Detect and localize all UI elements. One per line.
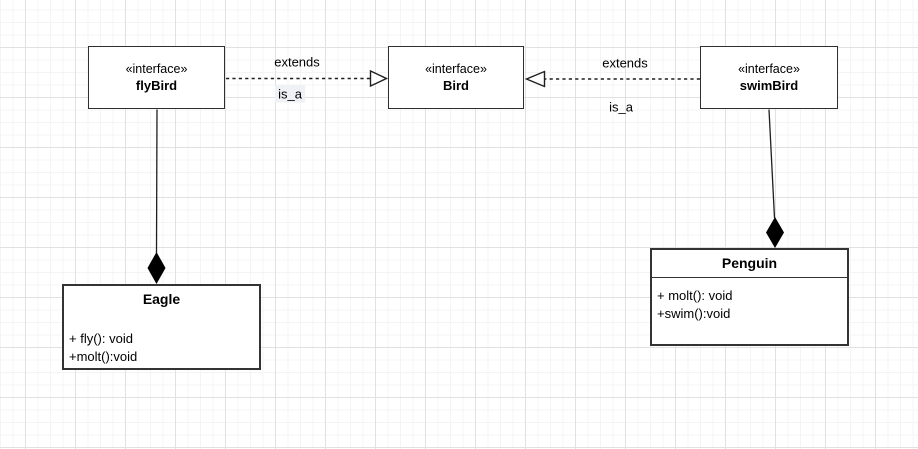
edge-swimbird-extends-bird[interactable]: [524, 70, 701, 88]
method-item: + molt(): void: [657, 288, 733, 303]
interface-name: flyBird: [135, 78, 178, 93]
stereotype-label: «interface»: [425, 62, 487, 76]
class-name: Eagle: [142, 291, 181, 307]
edge-flybird-extends-bird[interactable]: [226, 69, 389, 88]
edge-label-extends[interactable]: extends: [602, 55, 648, 71]
edge-label-extends[interactable]: extends: [274, 54, 320, 70]
method-item: + fly(): void: [69, 331, 133, 346]
interface-name: swimBird: [739, 78, 799, 93]
class-methods: + fly(): void +molt():void: [64, 330, 259, 366]
edge-label-is-a[interactable]: is_a: [275, 85, 305, 103]
filled-diamond-icon: [766, 217, 784, 248]
edge-swimbird-penguin-composition[interactable]: [766, 109, 784, 249]
interface-swimbird[interactable]: «interface» swimBird: [700, 46, 838, 109]
interface-name: Bird: [443, 78, 469, 93]
method-item: +swim():void: [657, 306, 731, 321]
hollow-triangle-arrowhead-icon: [524, 70, 546, 88]
interface-bird[interactable]: «interface» Bird: [388, 46, 524, 109]
class-eagle[interactable]: Eagle + fly(): void +molt():void: [62, 284, 261, 370]
method-item: +molt():void: [69, 349, 138, 364]
solid-line: [155, 109, 158, 254]
edge-label-is-a[interactable]: is_a: [609, 99, 633, 115]
hollow-triangle-arrowhead-icon: [369, 69, 389, 88]
interface-flybird[interactable]: «interface» flyBird: [88, 46, 225, 109]
stereotype-label: «interface»: [125, 62, 188, 76]
solid-line: [768, 109, 776, 219]
class-name: Penguin: [652, 250, 847, 278]
class-penguin[interactable]: Penguin + molt(): void +swim():void: [650, 248, 849, 346]
filled-diamond-icon: [147, 252, 166, 284]
stereotype-label: «interface»: [738, 62, 800, 76]
edge-flybird-eagle-composition[interactable]: [147, 109, 166, 285]
class-methods: + molt(): void +swim():void: [652, 278, 847, 323]
